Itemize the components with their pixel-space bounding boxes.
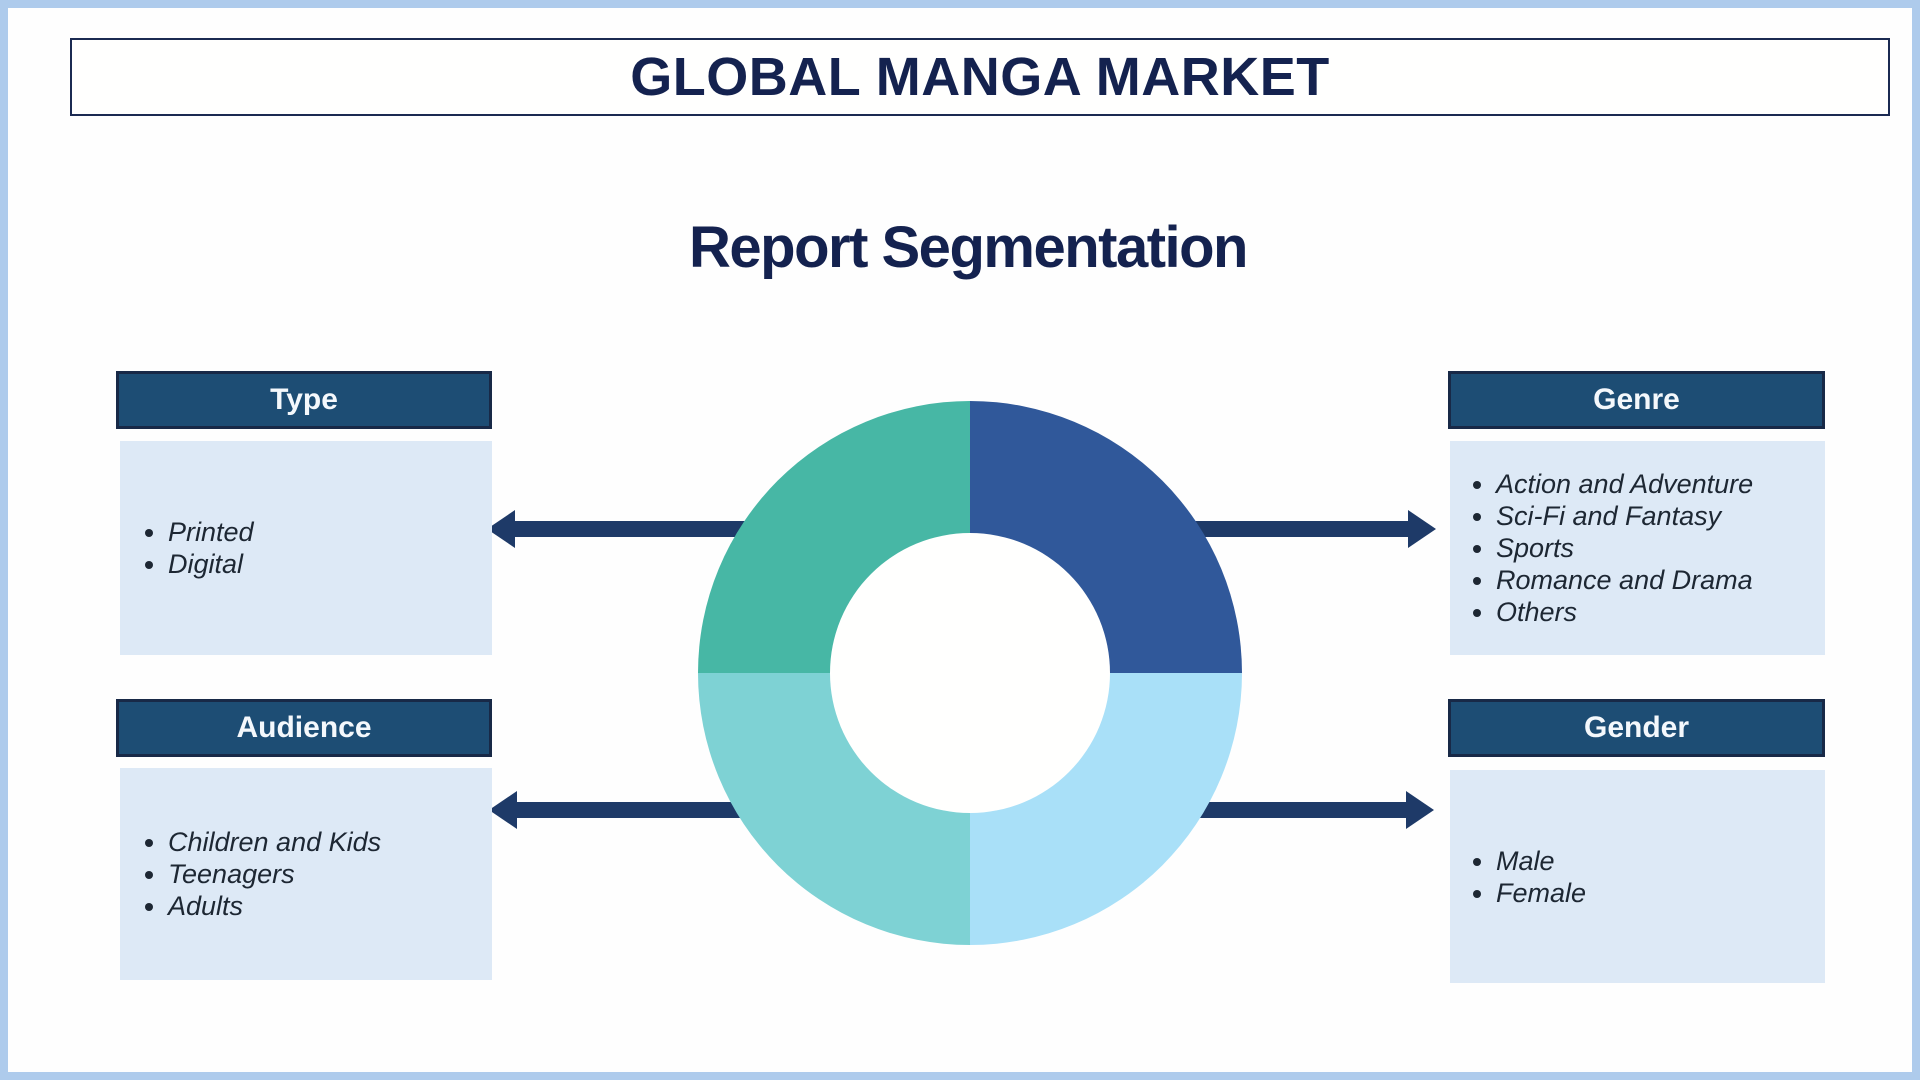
list-item: Teenagers — [168, 858, 492, 890]
donut-hole — [830, 533, 1110, 813]
list-item: Adults — [168, 890, 492, 922]
segment-header-type: Type — [116, 371, 492, 429]
section-heading: Report Segmentation — [689, 215, 1249, 280]
page-title: GLOBAL MANGA MARKET — [630, 47, 1330, 107]
list-item: Female — [1496, 877, 1825, 909]
segment-list-gender: MaleFemale — [1450, 845, 1825, 909]
segment-box-audience: Children and KidsTeenagersAdults — [120, 768, 492, 980]
segment-list-genre: Action and AdventureSci-Fi and FantasySp… — [1450, 468, 1825, 628]
title-banner: GLOBAL MANGA MARKET — [70, 38, 1890, 116]
segment-header-gender: Gender — [1448, 699, 1825, 757]
segment-title: Type — [270, 383, 338, 416]
list-item: Action and Adventure — [1496, 468, 1825, 500]
donut-chart — [698, 401, 1242, 945]
arrowhead-left-icon — [489, 791, 517, 829]
segment-header-genre: Genre — [1448, 371, 1825, 429]
segment-box-type: PrintedDigital — [120, 441, 492, 655]
list-item: Male — [1496, 845, 1825, 877]
list-item: Sports — [1496, 532, 1825, 564]
segment-list-type: PrintedDigital — [120, 516, 492, 580]
list-item: Digital — [168, 548, 492, 580]
list-item: Others — [1496, 596, 1825, 628]
segment-list-audience: Children and KidsTeenagersAdults — [120, 826, 492, 922]
segment-title: Gender — [1583, 711, 1690, 744]
arrowhead-right-icon — [1406, 791, 1434, 829]
list-item: Children and Kids — [168, 826, 492, 858]
list-item: Printed — [168, 516, 492, 548]
segment-title: Audience — [236, 711, 372, 744]
segment-header-audience: Audience — [116, 699, 492, 757]
segment-title: Genre — [1593, 383, 1680, 416]
arrowhead-right-icon — [1408, 510, 1436, 548]
segment-box-genre: Action and AdventureSci-Fi and FantasySp… — [1450, 441, 1825, 655]
list-item: Romance and Drama — [1496, 564, 1825, 596]
list-item: Sci-Fi and Fantasy — [1496, 500, 1825, 532]
segment-box-gender: MaleFemale — [1450, 770, 1825, 983]
